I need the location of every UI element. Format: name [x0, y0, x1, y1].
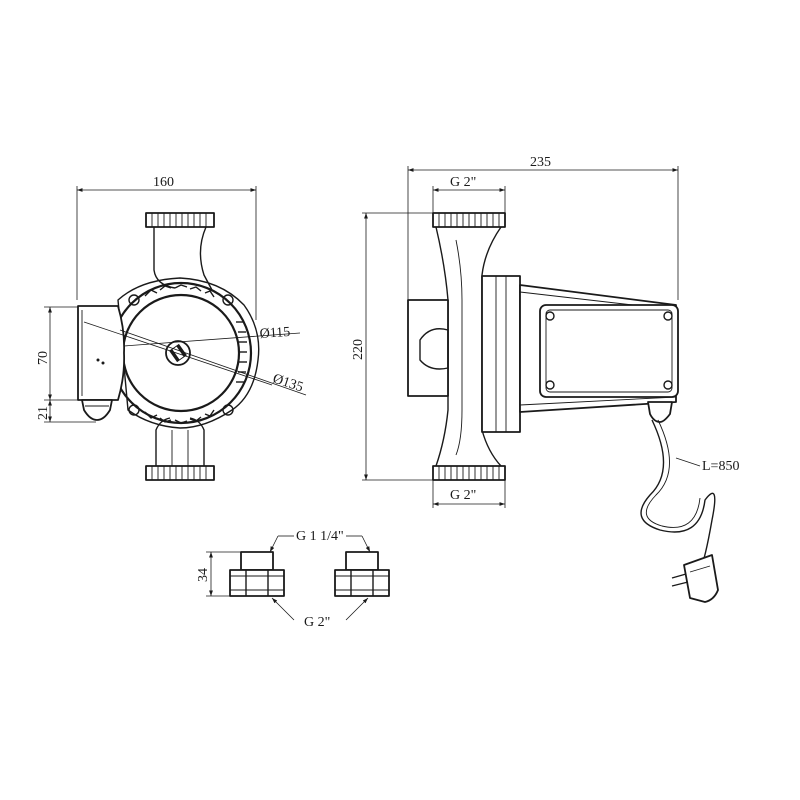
power-plug: [671, 554, 719, 603]
length-label: 235: [530, 155, 551, 170]
fitting-height-label: 34: [196, 568, 211, 582]
fitting-outer-thread-label: G 2": [304, 615, 330, 630]
side-bottom-thread: [432, 465, 506, 481]
fittings: G 1 1/4" G 2" 34: [196, 529, 390, 630]
cable-length-label: L=850: [702, 459, 739, 474]
width-label: 160: [153, 175, 174, 190]
front-view: Ø115 Ø135 160 70 21: [36, 175, 307, 481]
side-top-thread: [432, 212, 506, 228]
side-view: L=850 235 G 2" G 2" 220: [351, 155, 739, 603]
vertical-dimensions: 70 21: [36, 306, 96, 423]
bottom-thread-label: G 2": [450, 488, 476, 503]
top-thread-dimension: G 2": [432, 175, 506, 213]
top-thread-label: G 2": [450, 175, 476, 190]
side-motor-housing: [519, 284, 679, 423]
width-dimension: 160: [76, 175, 257, 320]
vent-screw: [165, 340, 191, 366]
terminal-box: [77, 305, 126, 421]
inner-diameter-label: Ø115: [259, 325, 291, 342]
height-label: 220: [351, 339, 366, 360]
height-dimension: 220: [351, 212, 433, 481]
height-lower-label: 21: [36, 406, 51, 420]
bottom-thread-dimension: G 2": [432, 480, 506, 508]
fitting-left: [229, 551, 285, 597]
fitting-inner-thread-label: G 1 1/4": [296, 529, 344, 544]
height-upper-label: 70: [36, 351, 51, 365]
bottom-thread-outlet: [145, 417, 215, 481]
length-dimension: 235: [407, 155, 679, 300]
side-pump-body: [407, 226, 521, 467]
outer-diameter-label: Ø135: [271, 372, 305, 396]
fitting-right: [334, 551, 390, 597]
power-cable: L=850: [640, 419, 739, 603]
